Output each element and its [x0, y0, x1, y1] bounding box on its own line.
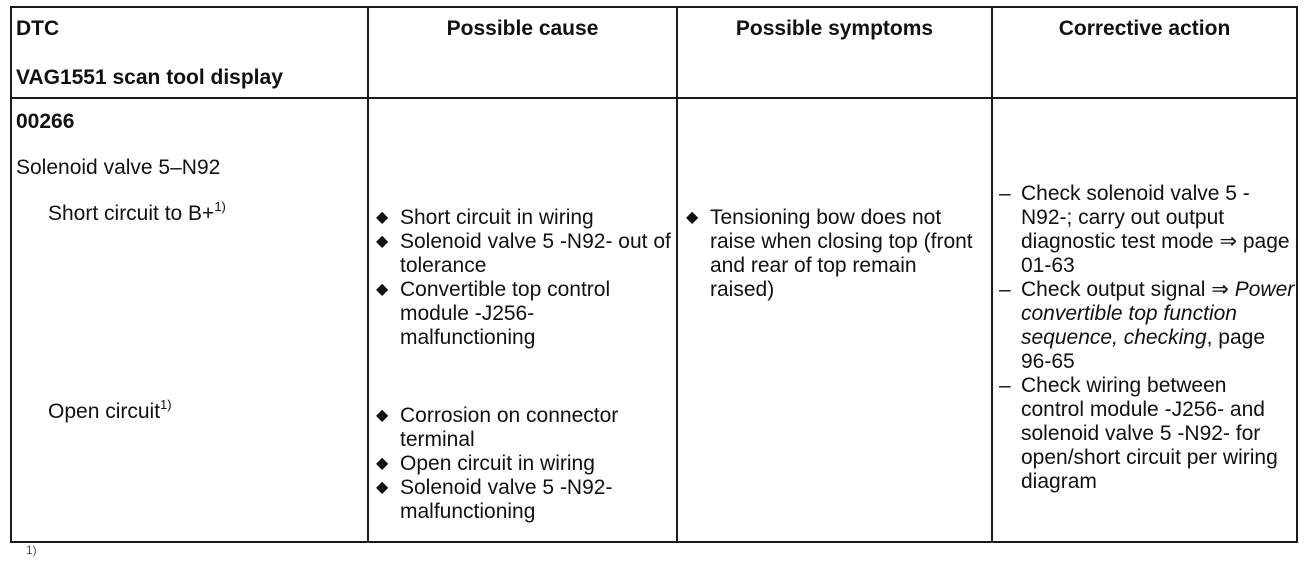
list-item: ◆Tensioning bow does not raise when clos… — [686, 206, 973, 301]
list-item: –Check output signal ⇒ Power convertible… — [999, 278, 1295, 373]
dash-bullet-icon: – — [999, 374, 1011, 397]
header-dtc: DTC — [16, 17, 60, 40]
corrective-actions-list: –Check solenoid valve 5 -N92-; carry out… — [995, 182, 1295, 494]
list-item: ◆Corrosion on connector terminal — [376, 404, 619, 451]
diamond-bullet-icon: ◆ — [376, 281, 389, 298]
diamond-bullet-icon: ◆ — [376, 209, 389, 226]
header-scan-tool-display: VAG1551 scan tool display — [16, 66, 283, 89]
column-divider — [991, 8, 993, 541]
dash-bullet-icon: – — [999, 182, 1011, 205]
list-item: –Check wiring between control module -J2… — [999, 374, 1278, 493]
fault-short-circuit-label: Short circuit to B+ — [48, 202, 215, 225]
list-item: ◆Short circuit in wiring — [376, 206, 594, 229]
dash-bullet-icon: – — [999, 278, 1011, 301]
causes-open-circuit: ◆Corrosion on connector terminal ◆Open c… — [374, 404, 672, 524]
component-name: Solenoid valve 5–N92 — [16, 156, 221, 179]
diamond-bullet-icon: ◆ — [376, 479, 389, 496]
diamond-bullet-icon: ◆ — [376, 233, 389, 250]
list-item: –Check solenoid valve 5 -N92-; carry out… — [999, 182, 1290, 277]
dtc-code: 00266 — [16, 110, 75, 133]
list-item: ◆Solenoid valve 5 -N92- malfunctioning — [376, 476, 613, 523]
cross-reference-title: Power convertible top function sequence,… — [1021, 278, 1295, 349]
column-divider — [676, 8, 678, 541]
diamond-bullet-icon: ◆ — [686, 209, 699, 226]
header-corrective-action: Corrective action — [1058, 17, 1231, 40]
fault-short-circuit: Short circuit to B+1) — [48, 199, 226, 226]
dtc-table: DTC VAG1551 scan tool display Possible c… — [10, 6, 1298, 543]
fault-open-circuit: Open circuit1) — [48, 397, 172, 424]
footnote-ref: 1) — [214, 199, 226, 214]
list-item: ◆Convertible top control module -J256- m… — [376, 278, 611, 349]
list-item: ◆Open circuit in wiring — [376, 452, 595, 475]
fault-open-circuit-label: Open circuit — [48, 400, 161, 423]
header-possible-symptoms: Possible symptoms — [735, 17, 934, 40]
diamond-bullet-icon: ◆ — [376, 455, 389, 472]
cross-reference-page: , page 96-65 — [1021, 326, 1266, 373]
footnote-ref: 1) — [160, 397, 172, 412]
list-item: ◆Solenoid valve 5 -N92- out of tolerance — [376, 230, 671, 277]
column-divider — [367, 8, 369, 541]
header-possible-cause: Possible cause — [446, 17, 599, 40]
symptoms-list: ◆Tensioning bow does not raise when clos… — [684, 206, 982, 302]
footnote-marker: 1) — [26, 543, 37, 557]
header-divider — [12, 97, 1296, 99]
causes-short-circuit: ◆Short circuit in wiring ◆Solenoid valve… — [374, 206, 672, 350]
diamond-bullet-icon: ◆ — [376, 407, 389, 424]
